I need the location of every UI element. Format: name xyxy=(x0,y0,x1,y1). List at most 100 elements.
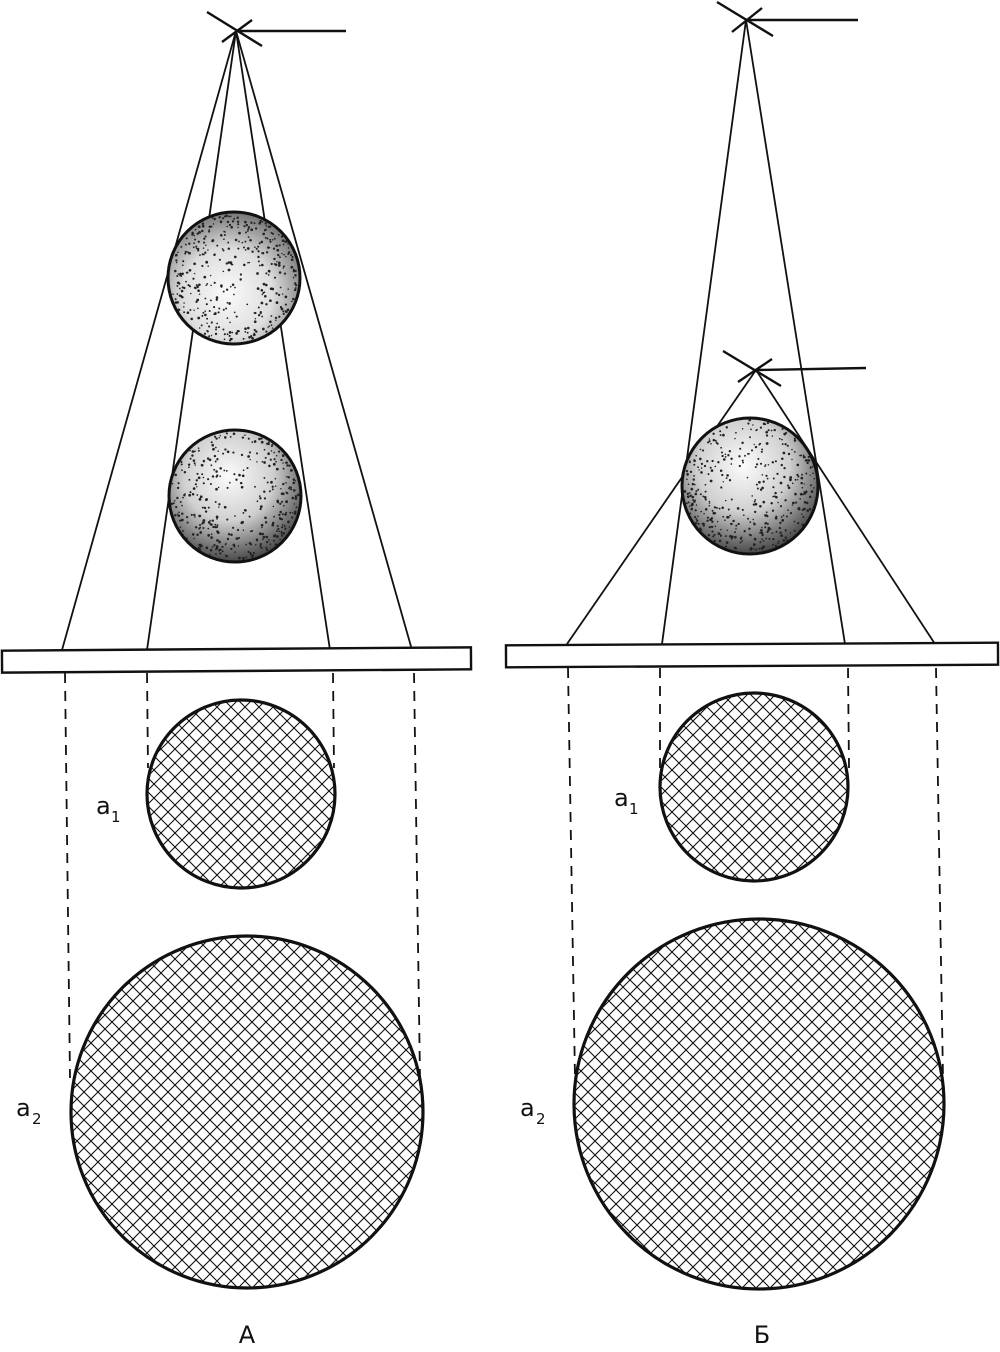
stipple-dot xyxy=(261,526,263,529)
stipple-dot xyxy=(778,437,781,440)
stipple-dot xyxy=(285,491,288,494)
stipple-dot xyxy=(793,451,796,453)
stipple-dot xyxy=(261,252,265,255)
stipple-dot xyxy=(267,274,270,276)
stipple-dot xyxy=(286,475,288,478)
stipple-dot xyxy=(273,458,276,461)
stipple-dot xyxy=(242,529,245,532)
stipple-dot xyxy=(213,306,216,309)
stipple-dot xyxy=(767,526,771,530)
stipple-dot xyxy=(247,228,250,231)
stipple-dot xyxy=(809,467,812,469)
stipple-dot xyxy=(197,449,200,452)
stipple-dot xyxy=(749,534,752,537)
stipple-dot xyxy=(215,298,218,301)
stipple-dot xyxy=(216,458,219,461)
stipple-dot xyxy=(194,483,197,486)
stipple-dot xyxy=(257,314,261,317)
image-large xyxy=(69,934,425,1290)
stipple-dot xyxy=(694,499,696,502)
stipple-dot xyxy=(275,244,278,247)
stipple-dot xyxy=(771,532,774,534)
stipple-dot xyxy=(229,321,231,324)
stipple-dot xyxy=(797,507,801,511)
stipple-dot xyxy=(700,467,703,469)
stipple-dot xyxy=(196,232,199,235)
stipple-dot xyxy=(201,545,204,547)
stipple-dot xyxy=(186,251,189,253)
stipple-dot xyxy=(278,271,282,274)
stipple-dot xyxy=(737,522,740,526)
stipple-dot xyxy=(760,529,763,532)
stipple-dot xyxy=(269,240,272,243)
stipple-dot xyxy=(279,510,282,514)
sphere-lower-stipple xyxy=(170,432,300,560)
stipple-dot xyxy=(803,491,805,493)
stipple-dot xyxy=(181,512,184,515)
stipple-dot xyxy=(258,242,261,245)
stipple-dot xyxy=(704,490,707,493)
stipple-dot xyxy=(268,464,271,468)
stipple-dot xyxy=(234,515,236,517)
stipple-dot xyxy=(264,283,268,287)
stipple-dot xyxy=(179,287,181,290)
stipple-dot xyxy=(686,495,690,499)
stipple-dot xyxy=(278,513,281,517)
stipple-dot xyxy=(734,535,737,539)
stipple-dot xyxy=(272,462,276,466)
stipple-dot xyxy=(804,459,807,462)
stipple-dot xyxy=(206,457,210,460)
stipple-dot xyxy=(686,478,688,481)
stipple-dot xyxy=(247,226,251,229)
stipple-dot xyxy=(799,492,803,496)
stipple-dot xyxy=(777,501,779,504)
stipple-dot xyxy=(735,528,737,530)
stipple-dot xyxy=(281,252,283,255)
stipple-dot xyxy=(291,300,293,303)
stipple-dot xyxy=(271,523,275,527)
stipple-dot xyxy=(806,461,809,465)
stipple-dot xyxy=(252,333,256,337)
stipple-dot xyxy=(263,476,266,479)
stipple-dot xyxy=(273,515,275,518)
stipple-dot xyxy=(193,242,195,244)
stipple-dot xyxy=(234,238,238,242)
stipple-dot xyxy=(244,434,246,436)
stipple-dot xyxy=(215,545,219,548)
stipple-dot xyxy=(292,276,295,279)
stipple-dot xyxy=(211,217,214,219)
stipple-dot xyxy=(203,332,207,335)
stipple-dot xyxy=(284,240,288,243)
stipple-dot xyxy=(215,470,218,473)
stipple-dot xyxy=(225,432,228,435)
stipple-dot xyxy=(287,253,290,255)
detector-plate xyxy=(0,646,473,674)
stipple-dot xyxy=(720,486,723,489)
stipple-dot xyxy=(803,483,805,485)
stipple-dot xyxy=(719,470,722,472)
stipple-dot xyxy=(250,543,253,546)
stipple-dot xyxy=(206,322,208,324)
stipple-dot xyxy=(288,464,291,467)
stipple-dot xyxy=(224,554,227,557)
stipple-dot xyxy=(273,237,276,240)
stipple-dot xyxy=(270,324,273,326)
stipple-dot xyxy=(715,441,718,444)
stipple-dot xyxy=(260,240,264,244)
stipple-dot xyxy=(248,515,251,518)
stipple-dot xyxy=(176,513,179,515)
stipple-dot xyxy=(691,495,695,499)
stipple-dot xyxy=(771,509,775,512)
label-a1-index: 1 xyxy=(629,800,639,818)
stipple-dot xyxy=(213,281,216,284)
stipple-dot xyxy=(736,507,740,510)
stipple-dot xyxy=(694,509,697,512)
stipple-dot xyxy=(801,523,804,527)
stipple-dot xyxy=(741,427,744,430)
stipple-dot xyxy=(235,332,238,335)
stipple-dot xyxy=(208,229,210,231)
stipple-dot xyxy=(204,507,207,510)
stipple-dot xyxy=(205,303,208,306)
stipple-dot xyxy=(796,473,799,476)
stipple-dot xyxy=(216,531,220,534)
